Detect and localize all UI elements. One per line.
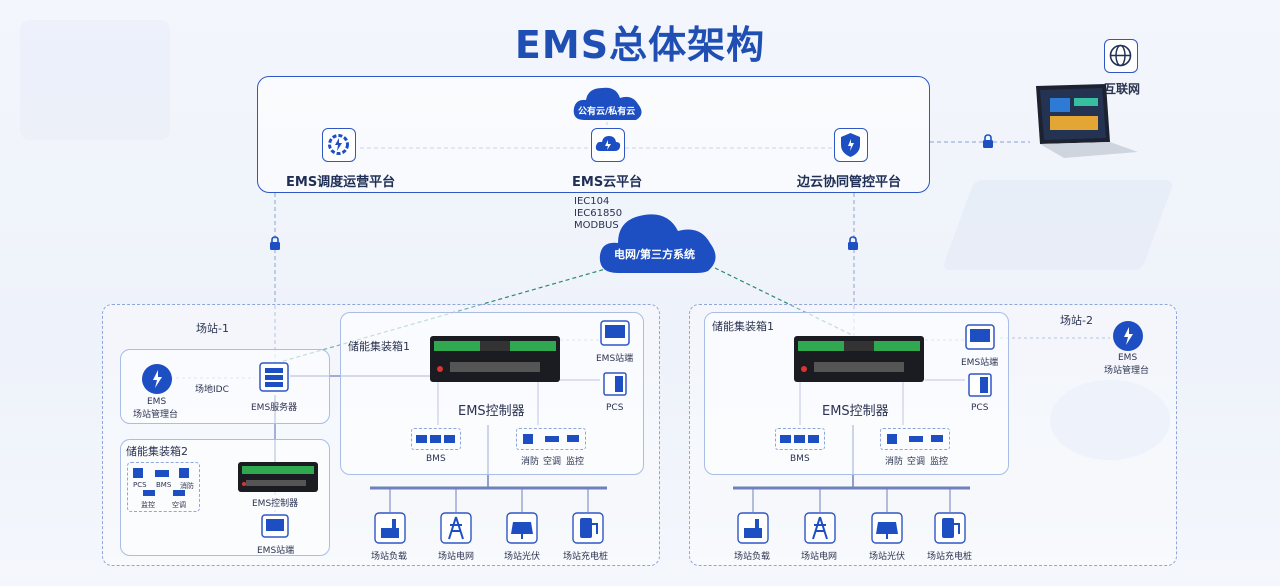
lock-icon (268, 235, 282, 251)
protocol-modbus: MODBUS (574, 220, 619, 231)
site-1-terminal-icon[interactable] (600, 320, 630, 346)
cabinet-2-device-fire: 消防 (180, 482, 194, 490)
cloud-platform-icon[interactable] (591, 128, 625, 162)
site-2-bms-label: BMS (790, 454, 810, 464)
site-1-aux-fire-label: 消防 (521, 457, 540, 467)
site-1-aux-monitor-label: 监控 (566, 457, 585, 467)
site-1-bms-label: BMS (426, 454, 446, 464)
site-2-load-label: 场站负载 (734, 552, 771, 562)
grid-cloud-label: 电网/第三方系统 (614, 248, 696, 261)
ems-server-icon[interactable] (258, 361, 290, 393)
site-1-cabinet-2-terminal-icon[interactable] (261, 514, 289, 538)
site-2-aux-monitor-label: 监控 (930, 457, 949, 467)
laptop-icon (1028, 82, 1140, 162)
internet-globe-icon (1104, 39, 1138, 73)
site-1-cabinet-2-controller-label: EMS控制器 (252, 499, 299, 509)
edge-platform-icon[interactable] (834, 128, 868, 162)
site-2-aux-fire-label: 消防 (885, 457, 904, 467)
site-2-cabinet-1-label: 储能集装箱1 (712, 320, 774, 333)
site-1-terminal-label: EMS站端 (596, 354, 634, 364)
site-1-pcs-icon[interactable] (603, 372, 627, 396)
site-1-charger-label: 场站充电桩 (563, 552, 609, 562)
site-1-pcs-label: PCS (606, 403, 624, 413)
site-1-cabinet-2-controller[interactable] (238, 462, 318, 492)
page-title: EMS总体架构 (514, 23, 766, 67)
cabinet-2-device-monitor: 监控 (141, 501, 155, 509)
site-2-grid-label: 场站电网 (801, 552, 838, 562)
site-1-cabinet-2-terminal-label: EMS站端 (257, 546, 295, 556)
site-2-charger-label: 场站充电桩 (927, 552, 973, 562)
site-2-pv-label: 场站光伏 (869, 552, 906, 562)
protocol-iec61850: IEC61850 (574, 208, 623, 219)
site-2-cabinet-1-controller-label: EMS控制器 (822, 404, 889, 419)
site-2-charger-icon[interactable] (934, 512, 966, 544)
site-2-pcs-icon[interactable] (968, 373, 992, 397)
site-1-label: 场站-1 (196, 322, 229, 335)
site-1-cabinet-1-controller-label: EMS控制器 (458, 404, 525, 419)
internet-label: 互联网 (1104, 82, 1141, 96)
dispatch-platform-label: EMS调度运营平台 (286, 175, 396, 190)
site-1-cabinet-2-box (120, 439, 330, 556)
cabinet-2-device-group (127, 462, 200, 512)
cabinet-2-device-icons (133, 468, 189, 496)
site-1-grid-icon[interactable] (440, 512, 472, 544)
site-1-aux-ac-label: 空调 (543, 457, 562, 467)
site-1-pv-icon[interactable] (506, 512, 538, 544)
site-1-cabinet-1-controller[interactable] (430, 336, 560, 382)
site-1-bms-group (411, 428, 461, 450)
site-1-mgmt-label-1: EMS (147, 397, 167, 407)
cloud-top-label: 公有云/私有云 (578, 107, 636, 117)
site-2-aux-ac-label: 空调 (907, 457, 926, 467)
site-1-cabinet-2-label: 储能集装箱2 (126, 445, 188, 458)
site-1-cabinet-1-label: 储能集装箱1 (348, 340, 410, 353)
site-2-bms-group (775, 428, 825, 450)
site-1-aux-group (516, 428, 586, 450)
ems-server-label: EMS服务器 (251, 403, 298, 413)
lock-icon (981, 133, 995, 149)
cabinet-2-device-bms: BMS (156, 481, 172, 489)
site-2-mgmt-label-1: EMS (1118, 353, 1138, 363)
edge-platform-label: 边云协同管控平台 (797, 175, 902, 190)
cabinet-2-device-pcs: PCS (133, 481, 147, 489)
site-1-mgmt-icon[interactable] (142, 364, 172, 394)
site-2-cabinet-1-controller[interactable] (794, 336, 924, 382)
site-1-load-label: 场站负载 (371, 552, 408, 562)
cloud-platform-label: EMS云平台 (572, 175, 643, 190)
site-2-cabinet-1-box (704, 312, 1009, 475)
lock-icon (846, 235, 860, 251)
site-1-idc-label: 场地IDC (195, 385, 229, 395)
site-1-charger-icon[interactable] (572, 512, 604, 544)
site-2-grid-icon[interactable] (804, 512, 836, 544)
site-2-terminal-label: EMS站端 (961, 358, 999, 368)
site-1-grid-label: 场站电网 (438, 552, 475, 562)
site-1-pv-label: 场站光伏 (504, 552, 541, 562)
site-1-load-icon[interactable] (374, 512, 406, 544)
site-2-pcs-label: PCS (971, 403, 989, 413)
site-2-mgmt-label-2: 场站管理台 (1104, 366, 1150, 376)
site-2-terminal-icon[interactable] (965, 324, 995, 350)
site-2-mgmt-icon[interactable] (1113, 321, 1143, 351)
public-private-cloud: 公有云/私有云 (570, 84, 646, 124)
dispatch-platform-icon[interactable] (322, 128, 356, 162)
site-1-mgmt-label-2: 场站管理台 (133, 410, 179, 420)
protocol-iec104: IEC104 (574, 196, 610, 207)
cabinet-2-device-ac: 空调 (172, 501, 186, 509)
site-2-label: 场站-2 (1060, 314, 1093, 327)
grid-third-party-cloud: 电网/第三方系统 (596, 205, 722, 277)
site-2-aux-group (880, 428, 950, 450)
site-2-pv-icon[interactable] (871, 512, 903, 544)
site-2-load-icon[interactable] (737, 512, 769, 544)
